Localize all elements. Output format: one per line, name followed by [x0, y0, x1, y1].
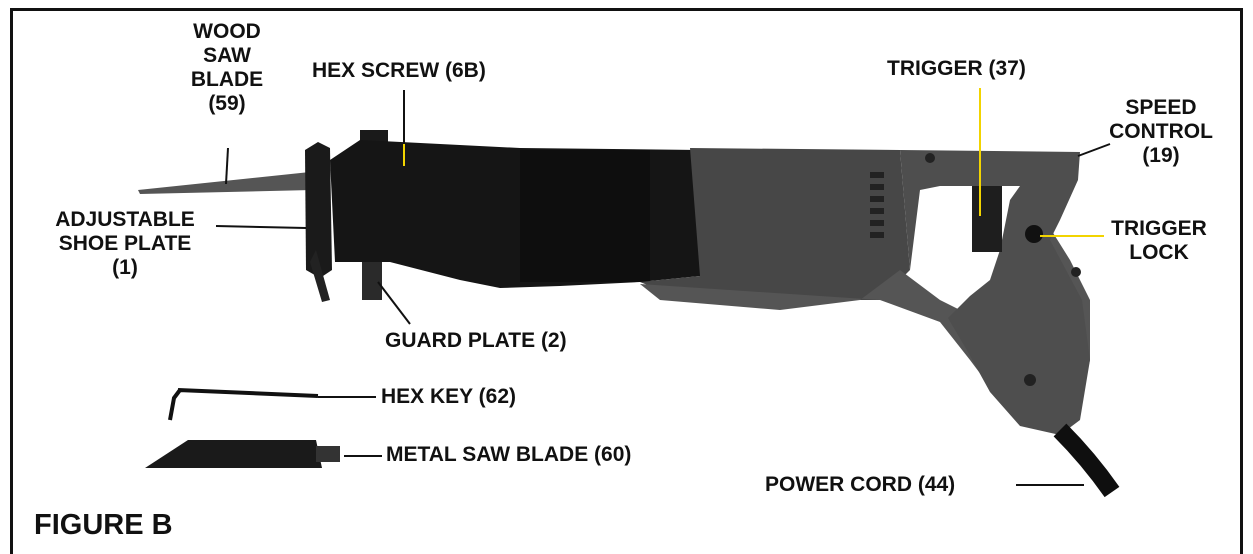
label-trigger-lock: TRIGGER LOCK — [1111, 217, 1207, 264]
figure-title: FIGURE B — [34, 509, 173, 541]
wood-saw-blade — [138, 172, 312, 194]
label-trigger: TRIGGER (37) — [887, 57, 1026, 80]
label-speed-control: SPEED CONTROL (19) — [1109, 96, 1213, 167]
label-hex-key: HEX KEY (62) — [381, 385, 516, 408]
label-hex-screw: HEX SCREW (6B) — [312, 59, 486, 82]
label-adjustable-shoe-plate: ADJUSTABLE SHOE PLATE (1) — [55, 208, 195, 279]
trigger — [972, 186, 1002, 252]
trigger-lock-button — [1025, 225, 1043, 243]
metal-saw-blade — [145, 440, 322, 468]
motor-housing — [640, 148, 910, 300]
label-metal-saw-blade: METAL SAW BLADE (60) — [386, 443, 632, 466]
hex-key — [168, 388, 319, 421]
label-power-cord: POWER CORD (44) — [765, 473, 956, 496]
adjustable-shoe-plate — [305, 142, 332, 278]
power-cord — [1053, 423, 1120, 498]
label-wood-saw-blade: WOOD SAW BLADE (59) — [190, 20, 264, 115]
handle — [900, 150, 1090, 435]
label-guard-plate: GUARD PLATE (2) — [385, 329, 567, 352]
